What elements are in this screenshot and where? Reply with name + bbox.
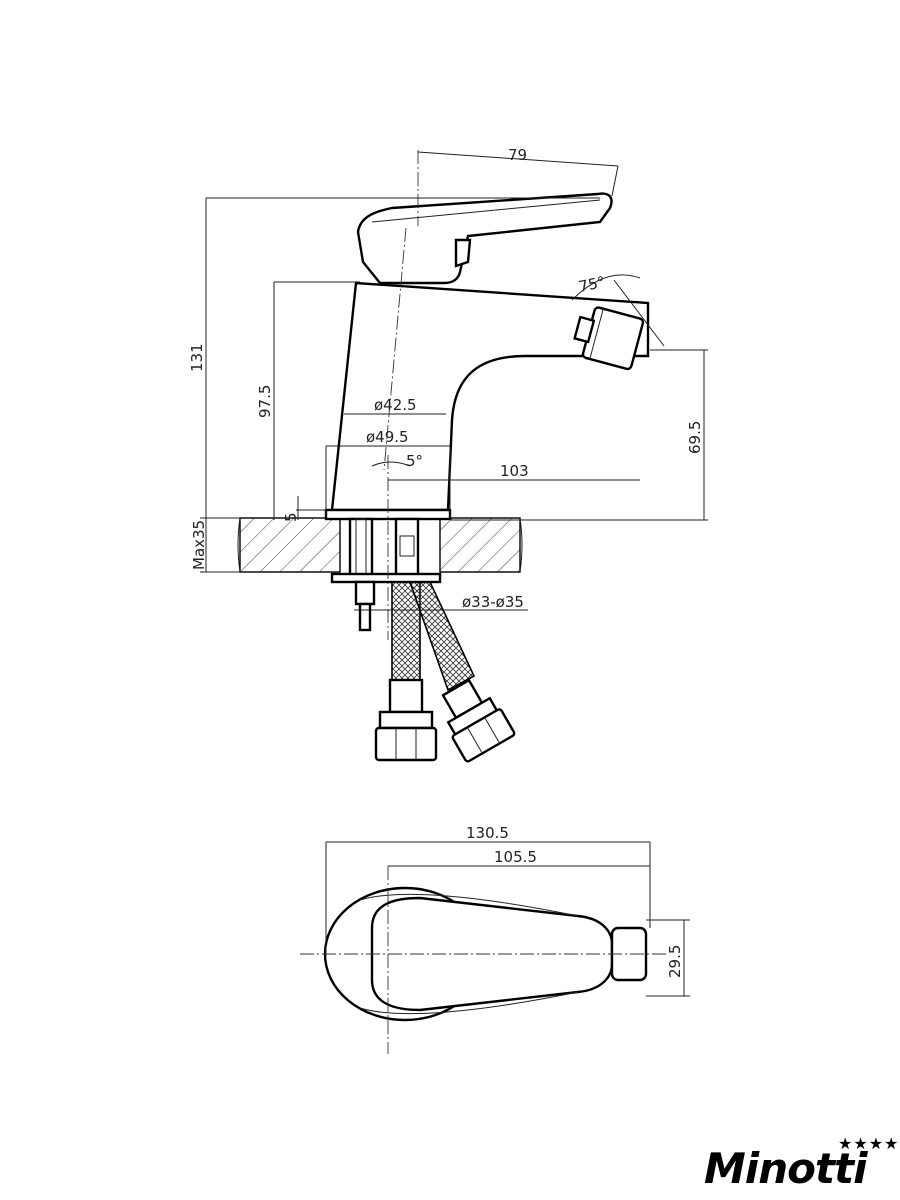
dim-total-height: 131 [188,343,206,372]
dim-tilt-angle: 5° [406,452,423,470]
lever-handle [356,192,613,285]
brand-stars: ★★★★ [838,1134,900,1153]
side-view: 79 131 97.5 ø42.5 ø49.5 5° 103 69.5 5 Ma… [188,146,708,763]
dimension-lines [200,151,708,611]
countertop [237,517,523,573]
dim-max-counter: Max35 [190,520,208,570]
dim-top-width: 79 [508,146,527,164]
dim-body-height: 97.5 [256,385,274,418]
mounting-hardware [330,517,442,632]
dim-aerator-angle: 75° [577,273,607,296]
dim-base-plate: 5 [282,512,300,522]
dim-base-diameter: ø49.5 [366,428,409,446]
dim-spout-reach: 103 [500,462,529,480]
dim-aerator-width: 29.5 [666,945,684,978]
top-view: 130.5 105.5 29.5 [300,824,690,1054]
brand-name: Minotti [704,1144,867,1193]
dim-lever-length: 105.5 [494,848,537,866]
dim-total-length: 130.5 [466,824,509,842]
dim-hole-diameter: ø33-ø35 [462,593,524,611]
aerator [573,306,645,371]
dim-outlet-height: 69.5 [686,421,704,454]
brand-logo: ★★★★ Minotti [704,1134,898,1194]
dim-spout-diameter: ø42.5 [374,396,417,414]
supply-hoses [374,581,516,763]
